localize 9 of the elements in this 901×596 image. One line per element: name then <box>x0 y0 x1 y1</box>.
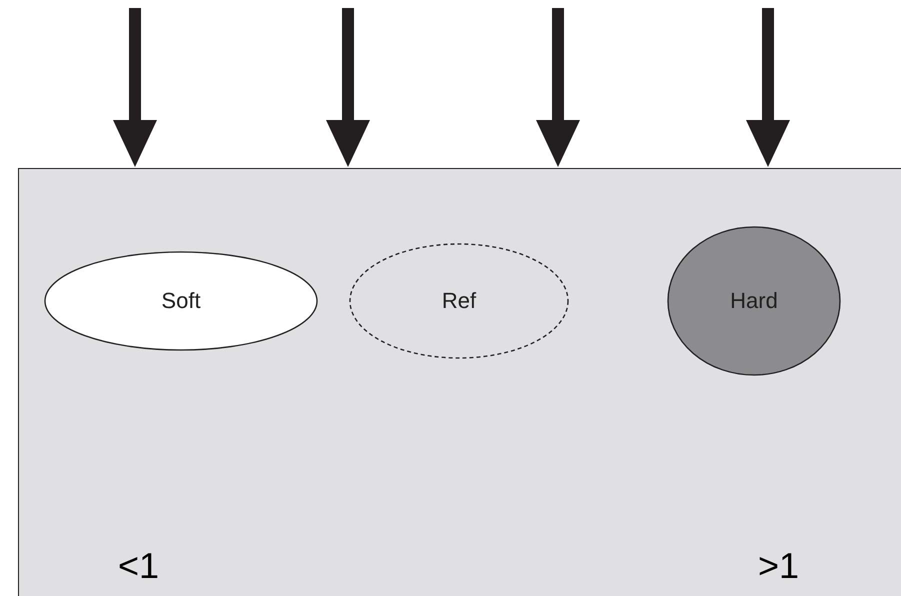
node-label: Hard <box>729 288 779 314</box>
node-label: Soft <box>160 288 202 314</box>
inclusion-ellipse <box>44 251 318 351</box>
inclusion-ellipse <box>349 243 569 359</box>
ratio-label: <1 <box>118 548 160 584</box>
ratio-label: >1 <box>758 548 800 584</box>
matrix-block <box>18 168 901 596</box>
inclusion-ellipse <box>667 226 841 376</box>
node-label: Ref <box>440 288 478 314</box>
